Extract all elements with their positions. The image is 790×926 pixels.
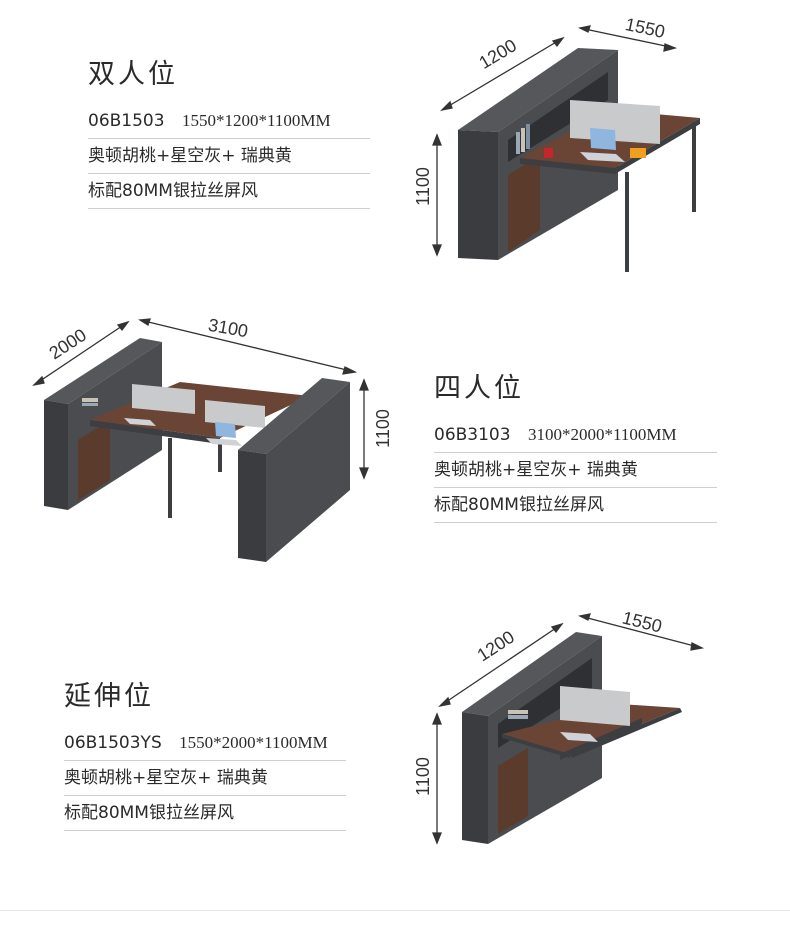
books-icon [516, 124, 530, 154]
spec-colors: 奥顿胡桃+星空灰+ 瑞典黄 [64, 761, 346, 796]
spec-model: 06B1503 [88, 111, 165, 131]
spec-title: 双人位 [88, 59, 178, 90]
spec-screen: 标配80MM银拉丝屏风 [434, 488, 717, 523]
spec-screen: 标配80MM银拉丝屏风 [64, 796, 346, 831]
books-icon [508, 710, 528, 719]
spec-model-row: 06B1503YS 1550*2000*1100MM [64, 726, 346, 761]
dimension-arrows [432, 613, 705, 845]
workstation-two-person-illustration [432, 25, 700, 272]
spec-model: 06B3103 [434, 425, 511, 445]
spec-block-two-person: 双人位 06B1503 1550*1200*1100MM 奥顿胡桃+星空灰+ 瑞… [88, 58, 370, 209]
spec-dimensions: 1550*1200*1100MM [181, 111, 331, 130]
spec-title: 四人位 [434, 373, 524, 404]
spec-model: 06B1503YS [64, 733, 162, 753]
spec-dimensions: 1550*2000*1100MM [179, 733, 328, 752]
dimension-arrows [32, 318, 369, 480]
laptop-icon [560, 732, 598, 742]
spec-block-four-person: 四人位 06B3103 3100*2000*1100MM 奥顿胡桃+星空灰+ 瑞… [434, 372, 717, 523]
desk-screen-panel [132, 384, 195, 414]
laptop-icon [580, 128, 625, 162]
dimension-arrows [432, 25, 678, 257]
workstation-four-person-illustration [32, 318, 369, 562]
spec-screen: 标配80MM银拉丝屏风 [88, 174, 370, 209]
spec-colors: 奥顿胡桃+星空灰+ 瑞典黄 [434, 453, 717, 488]
laptop-icon [124, 418, 156, 426]
desk-screen-panel [205, 400, 265, 428]
mug-icon [544, 148, 553, 158]
spec-colors: 奥顿胡桃+星空灰+ 瑞典黄 [88, 139, 370, 174]
desk-screen-panel [560, 686, 630, 726]
laptop-icon [206, 422, 242, 446]
dim-label-height: 1100 [412, 167, 433, 206]
bottom-divider [0, 910, 790, 911]
dim-label-height: 1100 [372, 409, 393, 448]
desk [502, 704, 682, 760]
spec-block-extension: 延伸位 06B1503YS 1550*2000*1100MM 奥顿胡桃+星空灰+… [64, 680, 346, 831]
spec-model-row: 06B3103 3100*2000*1100MM [434, 418, 717, 453]
workstation-extension-illustration [432, 613, 705, 845]
spec-title: 延伸位 [64, 681, 154, 712]
spec-dimensions: 3100*2000*1100MM [527, 425, 677, 444]
spec-model-row: 06B1503 1550*1200*1100MM [88, 104, 370, 139]
right-bookcase-cabinet [238, 378, 350, 562]
dim-label-height: 1100 [412, 757, 433, 796]
clock-icon [630, 148, 646, 158]
books-icon [82, 398, 98, 406]
